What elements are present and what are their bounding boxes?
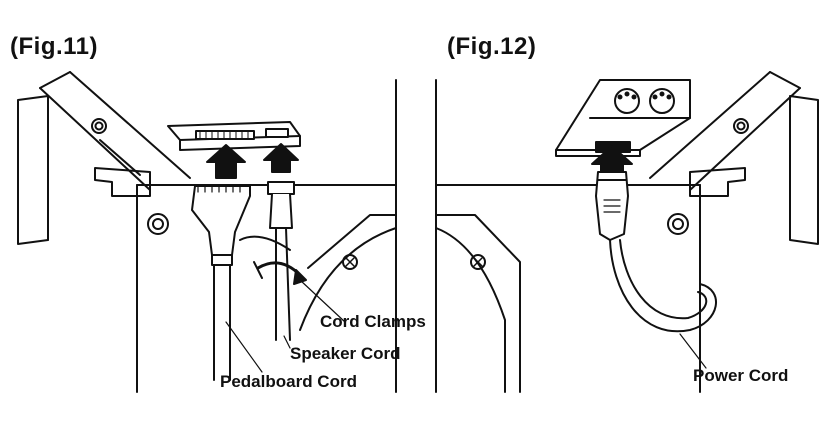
midi-port-right <box>649 88 675 114</box>
arrow-speaker <box>263 143 299 173</box>
speaker-cone-right <box>435 227 506 393</box>
leader-speaker-cord <box>283 335 291 349</box>
speaker-jack <box>265 128 289 138</box>
cord-clamp-curl <box>256 261 302 277</box>
label-power-cord: Power Cord <box>693 366 789 385</box>
fig12-title: (Fig.12) <box>447 33 537 60</box>
panel-screw-left <box>147 213 169 235</box>
rail-screw-top <box>91 118 107 134</box>
clamp-arrow <box>293 269 307 285</box>
bracket-right <box>689 167 746 197</box>
pedalboard-plug <box>191 185 251 256</box>
fig12-drawing <box>435 71 819 393</box>
label-cord-clamps: Cord Clamps <box>320 312 426 331</box>
speaker-screw-left <box>342 254 358 270</box>
speaker-cable-r <box>285 227 291 341</box>
label-speaker-cord: Speaker Cord <box>290 344 401 363</box>
left-side-panel <box>17 95 49 245</box>
right-side-panel <box>789 95 819 245</box>
speaker-cone-left <box>299 227 397 331</box>
speaker-plate <box>307 214 397 269</box>
arrow-pedalboard <box>206 144 246 179</box>
arrow-power <box>591 145 633 173</box>
cord-clamp-strap <box>239 235 291 251</box>
fig11-drawing <box>17 71 521 393</box>
panel-screw-right <box>667 213 689 235</box>
midi-port-left <box>614 88 640 114</box>
speaker-plug <box>267 181 295 195</box>
leader-cord-clamps <box>299 279 346 323</box>
fig11-rail-top <box>69 71 191 179</box>
bracket <box>94 167 151 197</box>
rail-screw-right <box>733 118 749 134</box>
fig11-title: (Fig.11) <box>10 33 99 60</box>
label-pedalboard-cord: Pedalboard Cord <box>220 372 357 391</box>
fig12-rail-top <box>649 71 771 179</box>
leader-power-cord <box>679 333 707 369</box>
leader-pedalboard-cord <box>225 321 263 373</box>
pedalboard-jack <box>195 130 255 140</box>
power-cable-outer <box>609 239 717 333</box>
speaker-screw-right <box>470 254 486 270</box>
power-cable-inner <box>619 239 708 320</box>
